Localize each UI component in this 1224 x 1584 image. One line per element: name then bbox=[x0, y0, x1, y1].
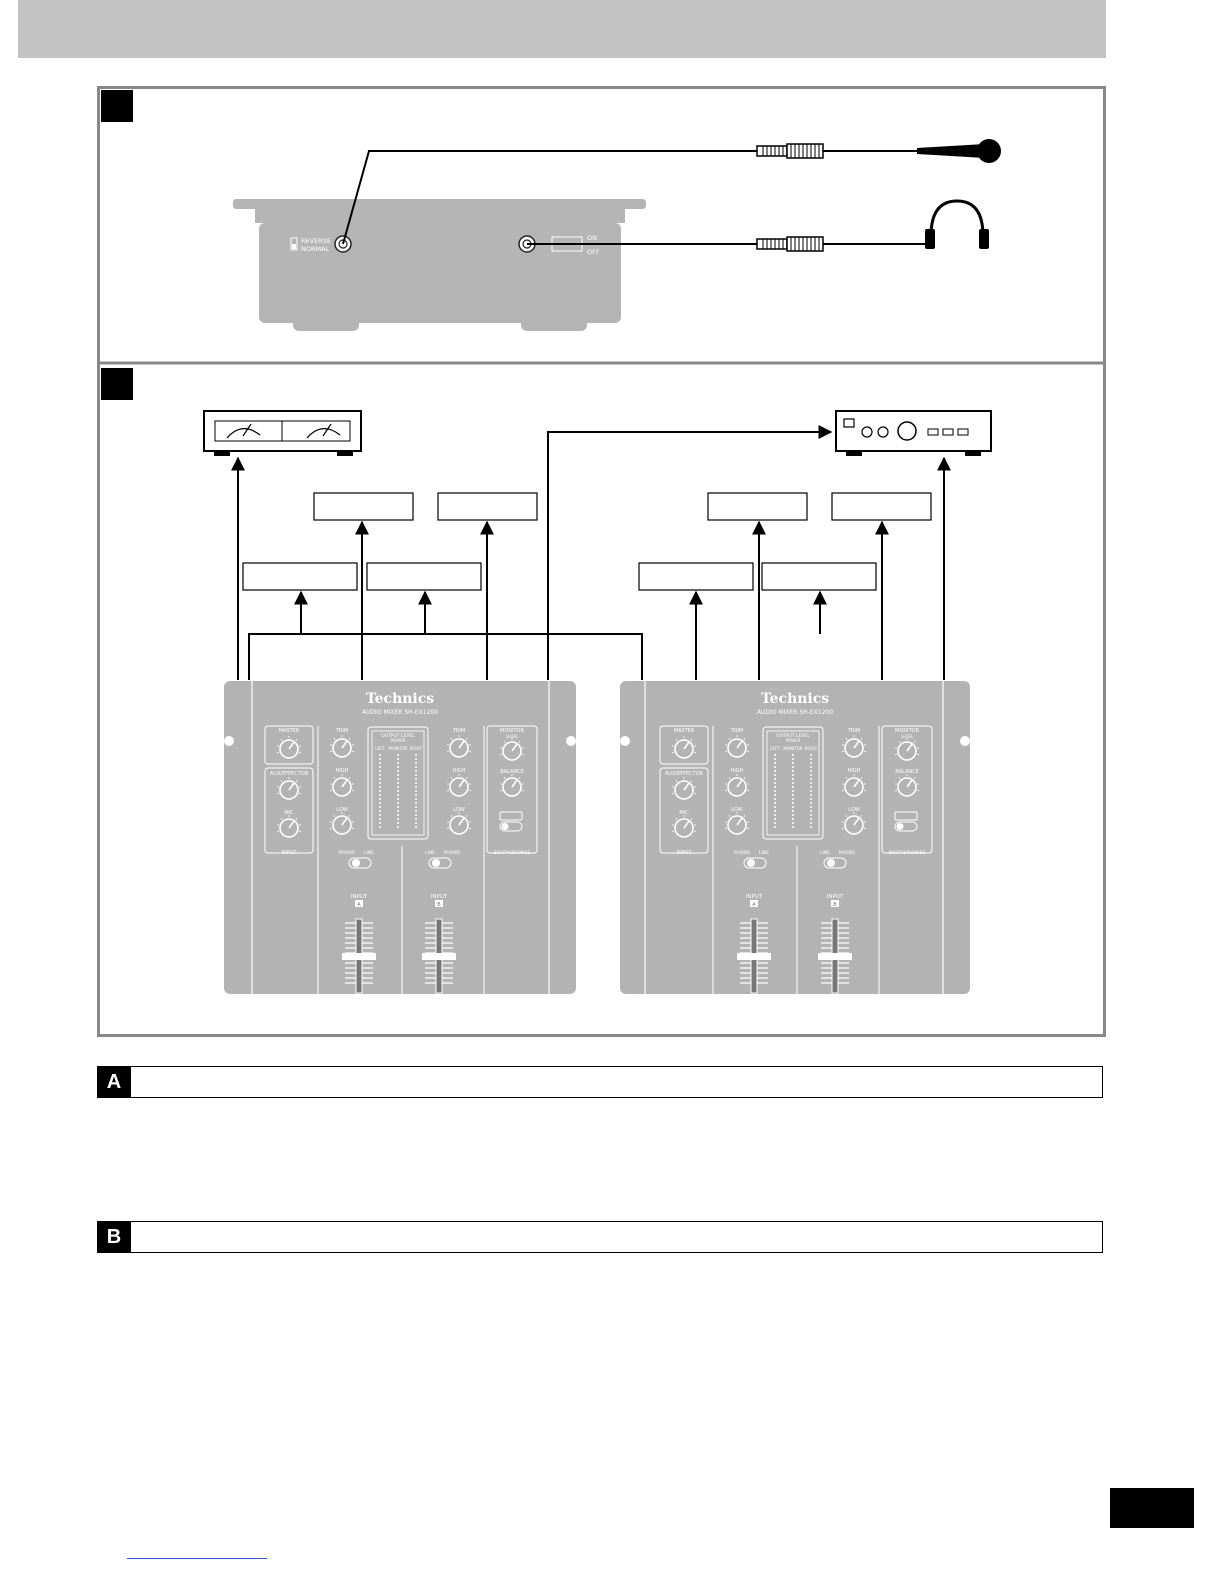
svg-text:LOW: LOW bbox=[848, 807, 860, 813]
connection-lines bbox=[231, 425, 951, 680]
model-label: AUDIO MIXER SH-EX1200 bbox=[362, 709, 438, 716]
svg-text:BALANCE: BALANCE bbox=[895, 769, 919, 775]
figure-b-marker bbox=[101, 368, 133, 400]
svg-text:OUTPUT LEVEL: OUTPUT LEVEL bbox=[381, 733, 415, 739]
svg-text:AUX/EFFECTOR: AUX/EFFECTOR bbox=[665, 771, 704, 777]
device-label-box bbox=[242, 562, 358, 591]
figure-a-marker bbox=[101, 90, 133, 122]
svg-text:A: A bbox=[752, 902, 756, 908]
section-a-letter: A bbox=[97, 1066, 131, 1098]
footer-link[interactable] bbox=[127, 1558, 267, 1559]
mixer-icon: Technics AUDIO MIXER SH-EX1200 MASTER AU… bbox=[620, 681, 970, 994]
svg-text:TRIM: TRIM bbox=[335, 728, 348, 734]
svg-text:HIGH: HIGH bbox=[336, 768, 349, 774]
svg-text:LINE: LINE bbox=[759, 850, 769, 856]
svg-text:PHONO: PHONO bbox=[444, 850, 461, 856]
svg-text:MIC: MIC bbox=[284, 810, 294, 816]
brand-logo: Technics bbox=[366, 691, 434, 707]
device-label-box bbox=[366, 562, 482, 591]
svg-text:AUX/EFFECTOR: AUX/EFFECTOR bbox=[270, 771, 309, 777]
svg-text:LINE: LINE bbox=[425, 850, 435, 856]
device-label-box bbox=[831, 492, 932, 521]
svg-text:POWER: POWER bbox=[786, 738, 801, 743]
svg-text:LOW: LOW bbox=[731, 807, 743, 813]
svg-text:TRIM: TRIM bbox=[452, 728, 465, 734]
svg-text:HIGH: HIGH bbox=[731, 768, 744, 774]
svg-text:MONITOR: MONITOR bbox=[783, 746, 802, 751]
device-label-box bbox=[707, 492, 808, 521]
svg-text:LOW: LOW bbox=[336, 807, 348, 813]
svg-text:LINE: LINE bbox=[820, 850, 830, 856]
svg-text:PHONO: PHONO bbox=[339, 850, 356, 856]
svg-text:POWER: POWER bbox=[391, 738, 406, 743]
section-b-header: B bbox=[97, 1221, 1103, 1253]
svg-text:INPUT: INPUT bbox=[282, 850, 298, 856]
svg-text:HIGH: HIGH bbox=[453, 768, 466, 774]
page-number-tab bbox=[1110, 1488, 1194, 1528]
device-label-box bbox=[638, 562, 754, 591]
model-label: AUDIO MIXER SH-EX1200 bbox=[757, 709, 833, 716]
svg-text:LEVEL: LEVEL bbox=[506, 734, 519, 739]
mixer-icon: Technics AUDIO MIXER SH-EX1200 MASTER AU… bbox=[224, 681, 576, 994]
on-label: ON bbox=[587, 234, 597, 242]
svg-text:RIGHT: RIGHT bbox=[410, 746, 423, 751]
connection-diagram: REVERSE NORMAL ON OFF bbox=[97, 86, 1106, 1037]
svg-text:LEVEL: LEVEL bbox=[901, 734, 914, 739]
svg-text:INPUT: INPUT bbox=[827, 894, 844, 900]
svg-text:INPUT: INPUT bbox=[746, 894, 763, 900]
device-label-box bbox=[313, 492, 414, 521]
svg-text:B: B bbox=[833, 902, 837, 908]
section-b-letter: B bbox=[97, 1221, 131, 1253]
svg-text:BOOTH/PHONES: BOOTH/PHONES bbox=[889, 850, 926, 856]
svg-text:TRIM: TRIM bbox=[730, 728, 743, 734]
svg-text:RIGHT: RIGHT bbox=[805, 746, 818, 751]
svg-text:LINE: LINE bbox=[364, 850, 374, 856]
svg-text:INPUT: INPUT bbox=[431, 894, 448, 900]
svg-text:TRIM: TRIM bbox=[847, 728, 860, 734]
normal-label: NORMAL bbox=[301, 245, 330, 253]
svg-text:MONITOR: MONITOR bbox=[388, 746, 407, 751]
brand-logo: Technics bbox=[761, 691, 829, 707]
amplifier-icon bbox=[835, 410, 992, 456]
level-meter-icon bbox=[203, 410, 362, 456]
section-a-header: A bbox=[97, 1066, 1103, 1098]
svg-text:BALANCE: BALANCE bbox=[500, 769, 524, 775]
svg-text:HIGH: HIGH bbox=[848, 768, 861, 774]
svg-text:INPUT: INPUT bbox=[351, 894, 368, 900]
mixer-side-view: REVERSE NORMAL ON OFF bbox=[233, 199, 646, 331]
headphones-icon bbox=[925, 199, 989, 249]
svg-text:BOOTH/PHONES: BOOTH/PHONES bbox=[494, 850, 531, 856]
svg-text:A: A bbox=[357, 902, 361, 908]
svg-text:MIC: MIC bbox=[679, 810, 689, 816]
svg-text:LEFT: LEFT bbox=[770, 746, 780, 751]
device-label-box bbox=[437, 492, 538, 521]
svg-text:LOW: LOW bbox=[453, 807, 465, 813]
off-label: OFF bbox=[587, 248, 600, 256]
header-band bbox=[18, 0, 1106, 58]
svg-text:MONITOR: MONITOR bbox=[895, 728, 919, 734]
svg-text:PHONO: PHONO bbox=[839, 850, 856, 856]
reverse-label: REVERSE bbox=[301, 237, 331, 245]
svg-text:PHONO: PHONO bbox=[734, 850, 751, 856]
microphone-icon bbox=[917, 139, 1001, 163]
svg-text:MASTER: MASTER bbox=[279, 728, 300, 734]
svg-text:LEFT: LEFT bbox=[375, 746, 385, 751]
device-label-box bbox=[761, 562, 877, 591]
svg-text:OUTPUT LEVEL: OUTPUT LEVEL bbox=[776, 733, 810, 739]
svg-text:INPUT: INPUT bbox=[677, 850, 693, 856]
svg-text:MASTER: MASTER bbox=[674, 728, 695, 734]
svg-text:B: B bbox=[437, 902, 441, 908]
svg-text:MONITOR: MONITOR bbox=[500, 728, 524, 734]
